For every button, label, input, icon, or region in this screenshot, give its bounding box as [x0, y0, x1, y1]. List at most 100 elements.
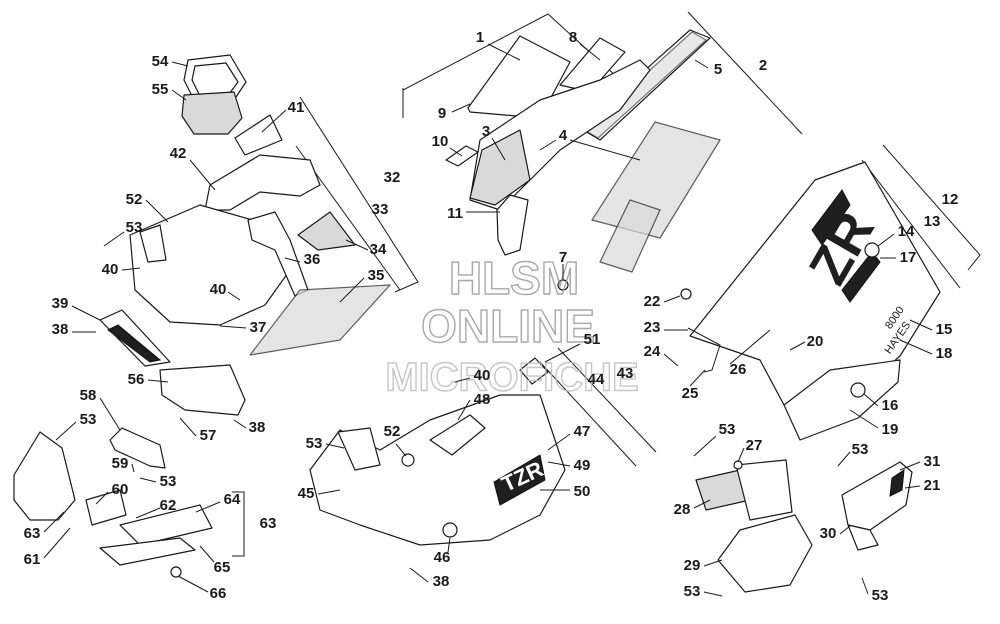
leader-line-callout-53-a-15	[103, 231, 125, 247]
dash-panel-large	[129, 204, 291, 326]
bracket-51	[519, 357, 549, 385]
callout-50: 50	[574, 483, 591, 500]
callout-10: 10	[432, 133, 449, 150]
callout-56: 56	[128, 371, 145, 388]
callout-42: 42	[170, 145, 187, 162]
scoop-29	[717, 514, 813, 593]
callout-41: 41	[288, 99, 305, 116]
leader-line-callout-42-11	[189, 159, 216, 191]
callout-12: 12	[942, 191, 959, 208]
bracket-13-path	[861, 159, 961, 289]
callout-20: 20	[807, 333, 824, 350]
callout-63-right: 63	[260, 515, 277, 532]
bracket-63-path	[232, 491, 245, 557]
callout-4: 4	[559, 127, 568, 144]
leader-line-callout-53-d-38	[325, 443, 345, 449]
cable-23	[687, 327, 721, 373]
callout-53-c: 53	[160, 473, 177, 490]
foam-pad-34	[297, 211, 356, 251]
leader-line-callout-66-35	[177, 575, 209, 593]
leader-line-callout-49-44	[547, 461, 571, 467]
leader-line-callout-31-67	[899, 461, 921, 471]
callout-8: 8	[569, 29, 577, 46]
callout-66: 66	[210, 585, 227, 602]
callout-47: 47	[574, 423, 591, 440]
leader-line-callout-53-g-66	[837, 451, 851, 467]
callout-26: 26	[730, 361, 747, 378]
watermark-line1: HLSM	[449, 252, 579, 304]
callout-38-bottom: 38	[433, 573, 450, 590]
callout-39: 39	[52, 295, 69, 312]
windshield-panel	[467, 35, 571, 119]
leader-line-callout-15-57	[909, 319, 933, 331]
callout-2: 2	[759, 57, 767, 74]
leader-line-callout-62-32	[135, 507, 161, 519]
callout-25: 25	[682, 385, 699, 402]
callout-53-d: 53	[306, 435, 323, 452]
callout-labels: 1 2 3 4 5 7 8 9 10 11 12 13 14 15 16 17 …	[24, 29, 959, 604]
side-panel-assembly: ZR 8000 HAYES	[680, 161, 941, 441]
vent-frame-28	[735, 459, 793, 521]
cap-66	[170, 566, 182, 578]
callout-16: 16	[882, 397, 899, 414]
hood-assembly	[445, 29, 721, 291]
leader-line-callout-36-18	[284, 257, 301, 263]
callout-19: 19	[882, 421, 899, 438]
leader-line-callout-30-69	[839, 525, 851, 535]
callout-17: 17	[900, 249, 917, 266]
bracket-12-path	[882, 144, 981, 271]
belly-pan-assembly: TZR	[309, 357, 566, 546]
callout-52-left: 52	[126, 191, 143, 208]
grommet-22	[680, 288, 692, 300]
callout-40-lower: 40	[474, 367, 491, 384]
callout-38-mid: 38	[249, 419, 266, 436]
leader-line-callout-65-34	[199, 545, 215, 563]
side-panel-41	[234, 114, 283, 156]
leader-line-callout-51-48	[544, 343, 581, 363]
callout-60: 60	[112, 481, 129, 498]
callout-51: 51	[584, 331, 601, 348]
callout-62: 62	[160, 497, 177, 514]
leader-line-callout-14-55	[877, 233, 895, 247]
leader-line-callout-41-10	[261, 109, 287, 133]
bracket-2-path	[687, 11, 803, 135]
air-duct-39	[99, 309, 171, 367]
leader-line-callout-64-33	[195, 501, 221, 513]
lower-panel-56	[159, 364, 246, 416]
foam-pad-35	[249, 284, 391, 356]
grommet-46	[442, 522, 458, 538]
leader-line-callout-29-64	[703, 559, 723, 567]
side-cover-61	[13, 431, 76, 521]
callout-53-e: 53	[719, 421, 736, 438]
callout-22: 22	[644, 293, 661, 310]
bracket-43-path	[557, 347, 657, 453]
callout-58: 58	[80, 387, 97, 404]
leader-line-callout-63-left-36	[43, 511, 65, 533]
callout-46: 46	[434, 549, 451, 566]
callout-37: 37	[250, 319, 267, 336]
leader-line-callout-58-27	[99, 397, 121, 431]
callout-53-h: 53	[872, 587, 889, 604]
callout-5: 5	[714, 61, 722, 78]
leader-line-callout-38-bottom-42	[409, 567, 429, 583]
callout-61: 61	[24, 551, 41, 568]
callout-23: 23	[644, 319, 661, 336]
leader-line-callout-18-58	[899, 339, 933, 355]
leader-line-callout-21-68	[904, 485, 921, 489]
cover-58	[109, 427, 166, 469]
callout-59: 59	[112, 455, 129, 472]
leader-line-callout-52-bottom-39	[395, 443, 407, 457]
leader-line-callout-48-46	[457, 399, 471, 421]
bracket-30	[847, 524, 879, 551]
leader-line-callout-53-e-62	[693, 435, 717, 457]
grommet-16	[850, 382, 866, 398]
callout-53-b: 53	[80, 411, 97, 428]
callout-40-mid: 40	[210, 281, 227, 298]
leader-line-callout-40-mid-17	[227, 291, 241, 301]
grommet-14	[864, 242, 880, 258]
belly-decal-band	[493, 454, 546, 506]
leader-line-callout-20-54	[789, 341, 806, 351]
leader-line-callout-5-7	[694, 59, 709, 69]
callout-15: 15	[936, 321, 953, 338]
